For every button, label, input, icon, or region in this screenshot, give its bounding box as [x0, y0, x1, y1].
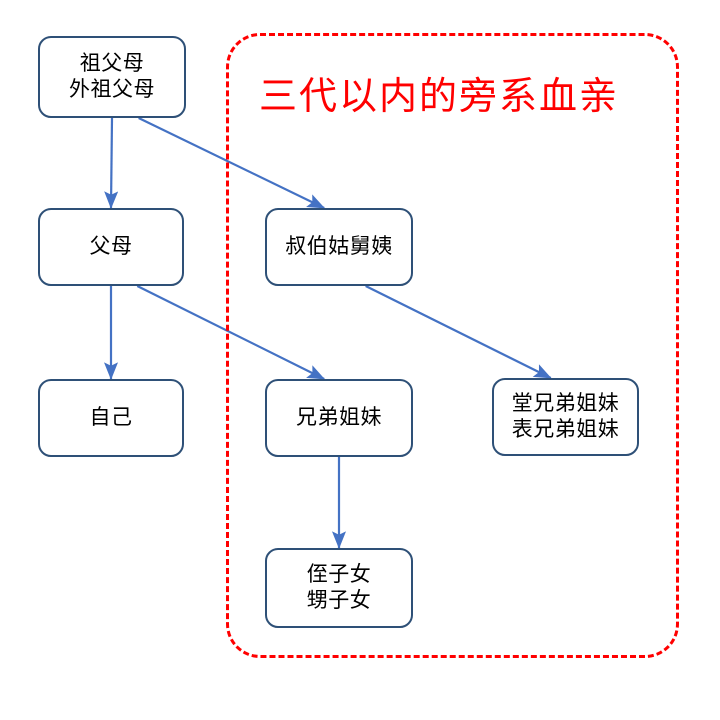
node-cousins[interactable]: 堂兄弟姐妹表兄弟姐妹	[492, 378, 639, 456]
group-title-label: 三代以内的旁系血亲	[259, 74, 620, 118]
edge-grandparents-to-parents	[104, 117, 119, 209]
node-parents-line-1: 父母	[89, 234, 133, 259]
node-grandparents-line-2: 外祖父母	[69, 77, 155, 101]
node-cousins-line-1: 堂兄弟姐妹	[511, 391, 620, 416]
node-self-line-1: 自己	[89, 405, 133, 430]
node-siblings[interactable]: 兄弟姐妹	[265, 379, 413, 457]
node-nephews-nieces-line-2: 甥子女	[306, 588, 372, 612]
node-self[interactable]: 自己	[38, 379, 184, 457]
node-uncles-aunts[interactable]: 叔伯姑舅姨	[265, 208, 413, 286]
node-nephews-nieces[interactable]: 侄子女甥子女	[265, 548, 413, 628]
node-cousins-line-2: 表兄弟姐妹	[511, 417, 620, 441]
node-parents[interactable]: 父母	[38, 208, 184, 286]
node-uncles-aunts-line-1: 叔伯姑舅姨	[285, 234, 393, 259]
node-grandparents[interactable]: 祖父母外祖父母	[38, 36, 186, 118]
node-nephews-nieces-line-1: 侄子女	[306, 562, 372, 587]
node-grandparents-line-1: 祖父母	[79, 51, 145, 76]
node-siblings-line-1: 兄弟姐妹	[296, 405, 382, 430]
